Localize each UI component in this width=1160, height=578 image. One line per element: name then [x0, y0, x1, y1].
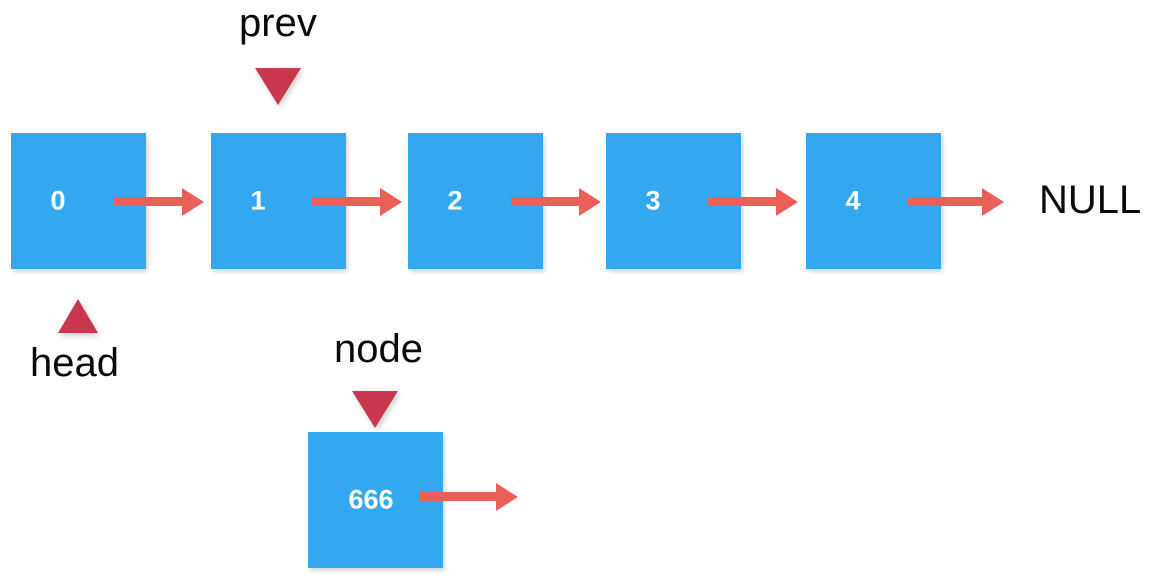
list-node-4-value: 4	[845, 185, 861, 216]
detached-node-666[interactable]: 666	[308, 432, 443, 568]
list-node-2-value: 2	[447, 185, 463, 216]
pointer-triangle-node	[352, 391, 398, 428]
pointer-label-prev: prev	[239, 1, 317, 45]
next-arrow-1-to-2	[312, 197, 382, 206]
next-arrow-2-to-3	[511, 197, 581, 206]
next-arrow-0-to-1	[114, 197, 184, 206]
null-terminator-label: NULL	[1039, 178, 1142, 222]
next-arrow-3-to-4	[708, 197, 778, 206]
next-arrow-4-to-null	[908, 197, 984, 206]
pointer-triangle-prev	[255, 68, 301, 105]
list-node-0-value: 0	[50, 185, 66, 216]
pointer-triangle-head	[58, 299, 98, 333]
pointer-label-head: head	[30, 341, 119, 385]
next-arrow-666-dangling	[420, 492, 498, 501]
detached-node-666-value: 666	[348, 484, 394, 515]
list-node-3-value: 3	[645, 185, 661, 216]
pointer-label-node: node	[334, 327, 423, 371]
list-node-1-value: 1	[250, 185, 266, 216]
